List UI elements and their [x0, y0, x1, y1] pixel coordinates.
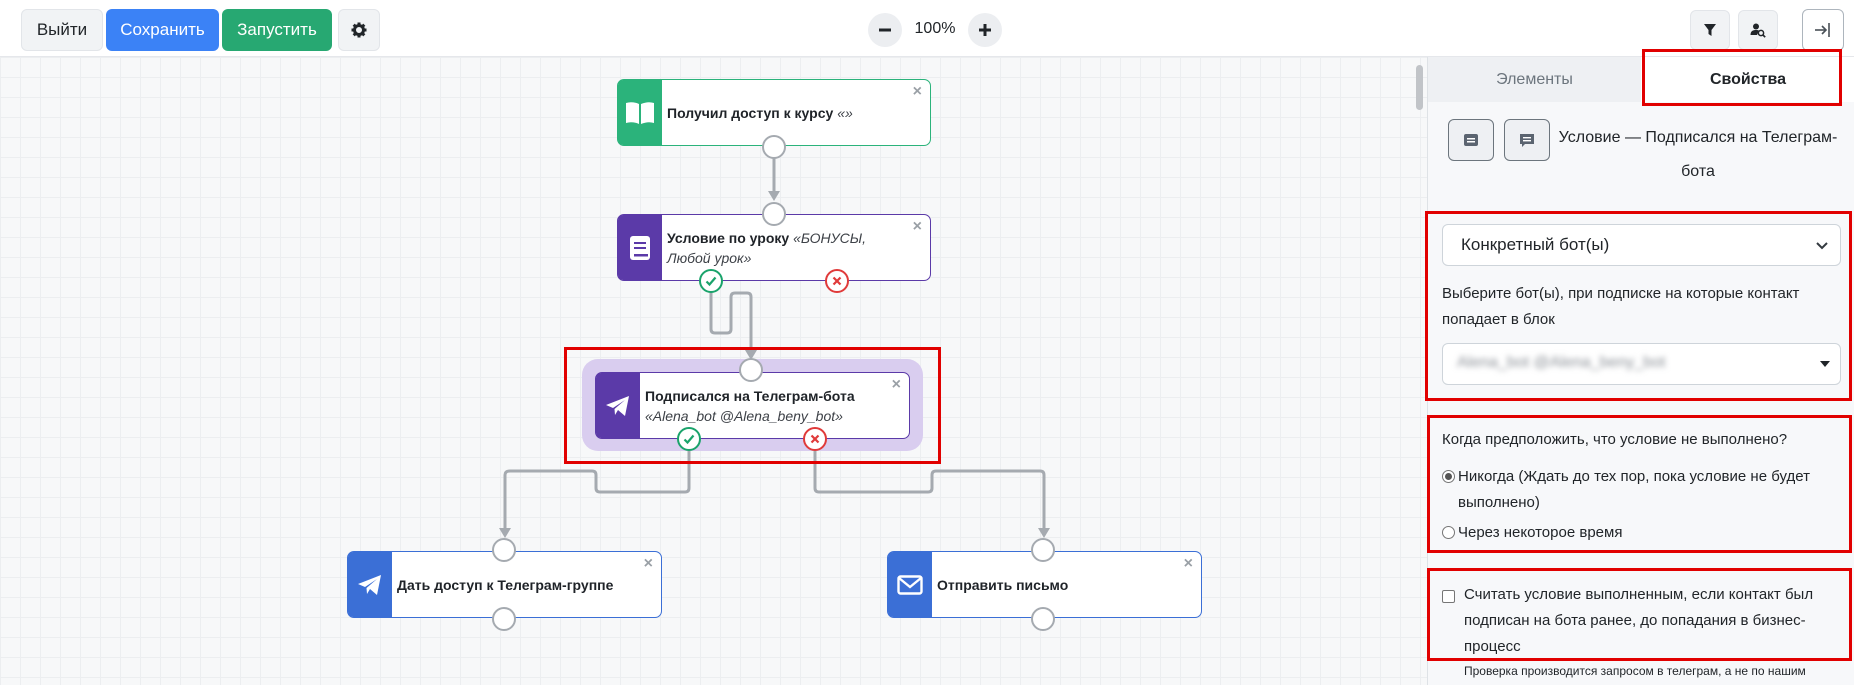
plus-icon [979, 24, 991, 36]
exit-button[interactable]: Выйти [21, 9, 103, 51]
filter-icon [1704, 24, 1716, 36]
bot-type-value: Конкретный бот(ы) [1461, 235, 1610, 254]
radio-after-time-label: Через некоторое время [1458, 524, 1623, 541]
user-search-icon [1750, 23, 1766, 38]
minus-icon [879, 28, 891, 32]
bots-value: Alena_bot @Alena_beny_bot [1457, 354, 1666, 371]
arrowhead-telegram-email [1038, 528, 1050, 538]
yes-port[interactable] [677, 427, 701, 451]
node-subtitle: «БОНУСЫ, Любой урок» [667, 229, 867, 266]
radio-after-time-row[interactable]: Через некоторое время [1442, 520, 1622, 546]
comment-button[interactable] [1504, 119, 1550, 161]
properties-panel: Элементы Свойства Условие — Подписался н… [1425, 49, 1854, 685]
close-icon[interactable]: × [912, 218, 922, 235]
telegram-icon [348, 552, 392, 617]
check-icon [683, 434, 695, 445]
radio-never-row[interactable]: Никогда (Ждать до тех пор, пока условие … [1442, 464, 1842, 516]
input-port[interactable] [1031, 538, 1055, 562]
node-telegram-subscribed[interactable]: Подписался на Телеграм-бота «Alena_bot @… [595, 372, 910, 439]
output-port[interactable] [492, 607, 516, 631]
settings-button[interactable] [338, 9, 380, 51]
node-subtitle: «Alena_bot @Alena_beny_bot» [645, 407, 843, 424]
input-port[interactable] [762, 202, 786, 226]
collapse-panel-button[interactable] [1802, 9, 1844, 51]
close-icon[interactable]: × [891, 376, 901, 393]
book-open-icon [618, 80, 662, 145]
close-icon[interactable]: × [1183, 555, 1193, 572]
save-button[interactable]: Сохранить [106, 9, 219, 51]
node-title: Дать доступ к Телеграм-группе [397, 576, 614, 593]
caret-down-icon [1820, 361, 1830, 367]
close-icon[interactable]: × [643, 555, 653, 572]
comment-icon [1520, 134, 1534, 147]
subscribed-before-checkbox[interactable] [1442, 590, 1455, 603]
no-port[interactable] [825, 269, 849, 293]
radio-never[interactable] [1442, 470, 1455, 483]
connector-telegram-group [503, 439, 691, 531]
yes-port[interactable] [699, 269, 723, 293]
arrowhead-lesson-telegram [745, 350, 757, 360]
node-title: Отправить письмо [937, 576, 1069, 593]
note-icon [1464, 134, 1478, 146]
chevron-down-icon [1816, 242, 1828, 250]
hint-text: Проверка производится запросом в телегра… [1464, 664, 1806, 678]
panel-tabs: Элементы Свойства [1428, 57, 1854, 102]
subscribed-before-label: Считать условие выполненным, если контак… [1464, 586, 1814, 655]
arrowhead-course-lesson [768, 191, 780, 201]
node-lesson-condition[interactable]: Условие по уроку «БОНУСЫ, Любой урок» × [617, 214, 931, 281]
bots-label: Выберите бот(ы), при подписке на которые… [1442, 285, 1800, 328]
book-icon [618, 215, 662, 280]
canvas-scrollbar[interactable] [1416, 65, 1423, 110]
filter-button[interactable] [1690, 10, 1730, 50]
arrow-to-right-icon [1815, 23, 1830, 37]
find-contact-button[interactable] [1738, 10, 1778, 50]
flow-canvas[interactable]: Получил доступ к курсу «» × Условие по у… [0, 57, 1427, 685]
input-port[interactable] [739, 358, 763, 382]
node-send-email[interactable]: Отправить письмо × [887, 551, 1202, 618]
x-icon [810, 434, 820, 444]
connector-telegram-email [813, 439, 1046, 531]
radio-never-label: Никогда (Ждать до тех пор, пока условие … [1458, 468, 1810, 511]
telegram-icon [596, 373, 640, 438]
gear-icon [351, 22, 367, 38]
zoom-out-button[interactable] [868, 13, 902, 47]
subscribed-before-row[interactable]: Считать условие выполненным, если контак… [1442, 582, 1842, 660]
envelope-icon [888, 552, 932, 617]
bots-multiselect[interactable]: Alena_bot @Alena_beny_bot [1442, 343, 1841, 385]
zoom-in-button[interactable] [968, 13, 1002, 47]
note-button[interactable] [1448, 119, 1494, 161]
tab-elements[interactable]: Элементы [1428, 57, 1641, 102]
close-icon[interactable]: × [912, 83, 922, 100]
node-course-access[interactable]: Получил доступ к курсу «» × [617, 79, 931, 146]
input-port[interactable] [492, 538, 516, 562]
panel-title: Условие — Подписался на Телеграм-бота [1558, 129, 1838, 180]
node-title: Получил доступ к курсу [667, 104, 834, 121]
output-port[interactable] [762, 135, 786, 159]
node-title: Условие по уроку [667, 229, 790, 246]
radio-after-time[interactable] [1442, 526, 1455, 539]
x-icon [832, 276, 842, 286]
no-port[interactable] [803, 427, 827, 451]
toolbar: Выйти Сохранить Запустить 100% [0, 0, 1854, 57]
arrowhead-telegram-group [499, 528, 511, 538]
connector-lesson-telegram [709, 281, 753, 353]
tab-properties[interactable]: Свойства [1641, 57, 1854, 102]
output-port[interactable] [1031, 607, 1055, 631]
node-title: Подписался на Телеграм-бота [645, 387, 855, 404]
flow-connectors [499, 145, 1050, 538]
run-button[interactable]: Запустить [222, 9, 332, 51]
check-icon [705, 276, 717, 287]
bot-type-select[interactable]: Конкретный бот(ы) [1442, 224, 1841, 266]
when-question: Когда предположить, что условие не выпол… [1442, 431, 1788, 448]
node-subtitle: «» [837, 104, 853, 121]
zoom-level: 100% [914, 20, 956, 37]
